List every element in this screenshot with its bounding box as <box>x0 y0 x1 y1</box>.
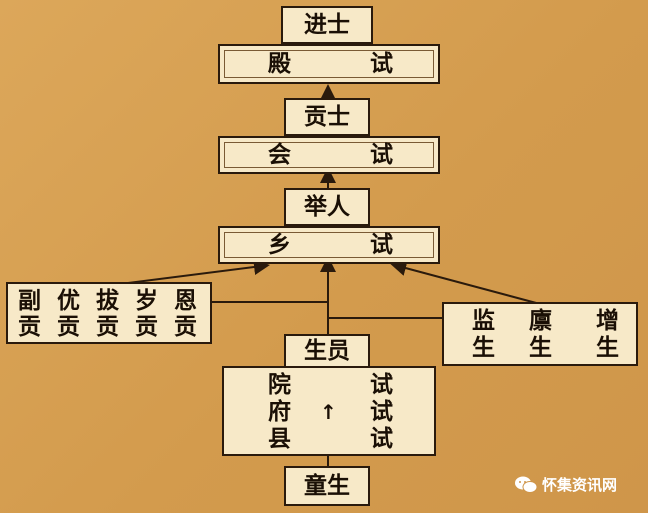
dianshi-box: 殿 试 <box>218 44 440 84</box>
huishi-char-2: 试 <box>370 142 393 168</box>
jiansheng-bottom-3: 生 <box>596 335 619 361</box>
huishi-char-1: 会 <box>268 142 291 168</box>
jiansheng-bottom-2: 生 <box>529 335 552 361</box>
county-left-1: 院 <box>268 372 291 398</box>
county-right-1: 试 <box>370 372 393 398</box>
wugong-bottom-5: 贡 <box>174 314 197 340</box>
wugong-bottom-2: 贡 <box>57 314 80 340</box>
wugong-top-2: 优 <box>57 288 80 314</box>
wugong-top-3: 拔 <box>96 288 119 314</box>
jiansheng-box: 监 廪 增 生 生 生 <box>442 302 638 366</box>
wugong-bottom-3: 贡 <box>96 314 119 340</box>
watermark-text: 怀集资讯网 <box>542 476 618 494</box>
county-right-3: 试 <box>370 426 393 452</box>
wugong-bottom-1: 贡 <box>18 314 41 340</box>
wugong-top-5: 恩 <box>174 288 197 314</box>
xiangshi-char-1: 乡 <box>268 232 291 258</box>
county-up-arrow-icon: ↑ <box>320 400 337 424</box>
jinshi-label: 进士 <box>304 11 350 38</box>
jiansheng-top-2: 廪 <box>529 308 552 334</box>
tongsheng-box: 童生 <box>284 466 370 506</box>
arrow-left-group <box>119 259 270 285</box>
county-right-2: 试 <box>370 399 393 425</box>
watermark: 怀集资讯网 <box>514 474 617 495</box>
gongshi-label: 贡士 <box>304 103 350 130</box>
county-left-3: 县 <box>268 426 291 452</box>
jinshi-box: 进士 <box>281 6 373 44</box>
wugong-box: 副 优 拔 岁 恩 贡 贡 贡 贡 贡 <box>6 282 212 344</box>
arrow-right-group <box>390 260 541 305</box>
gongshi-box: 贡士 <box>284 98 370 136</box>
wugong-bottom-4: 贡 <box>135 314 158 340</box>
juren-label: 举人 <box>304 193 350 220</box>
jiansheng-bottom-1: 生 <box>472 335 495 361</box>
juren-box: 举人 <box>284 188 370 226</box>
jiansheng-top-3: 增 <box>596 308 619 334</box>
shengyuan-label: 生员 <box>304 337 350 364</box>
huishi-box: 会 试 <box>218 136 440 174</box>
shengyuan-box: 生员 <box>284 334 370 368</box>
jiansheng-top-1: 监 <box>472 308 495 334</box>
dianshi-char-1: 殿 <box>268 51 291 77</box>
county-left-2: 府 <box>268 399 291 425</box>
wugong-top-1: 副 <box>18 288 41 314</box>
dianshi-char-2: 试 <box>370 51 393 77</box>
tongsheng-label: 童生 <box>304 472 350 499</box>
wugong-top-4: 岁 <box>135 288 158 314</box>
xiangshi-char-2: 试 <box>370 232 393 258</box>
county-exams-box: 院 府 县 试 试 试 ↑ <box>222 366 436 456</box>
xiangshi-box: 乡 试 <box>218 226 440 264</box>
wechat-icon <box>515 476 538 493</box>
